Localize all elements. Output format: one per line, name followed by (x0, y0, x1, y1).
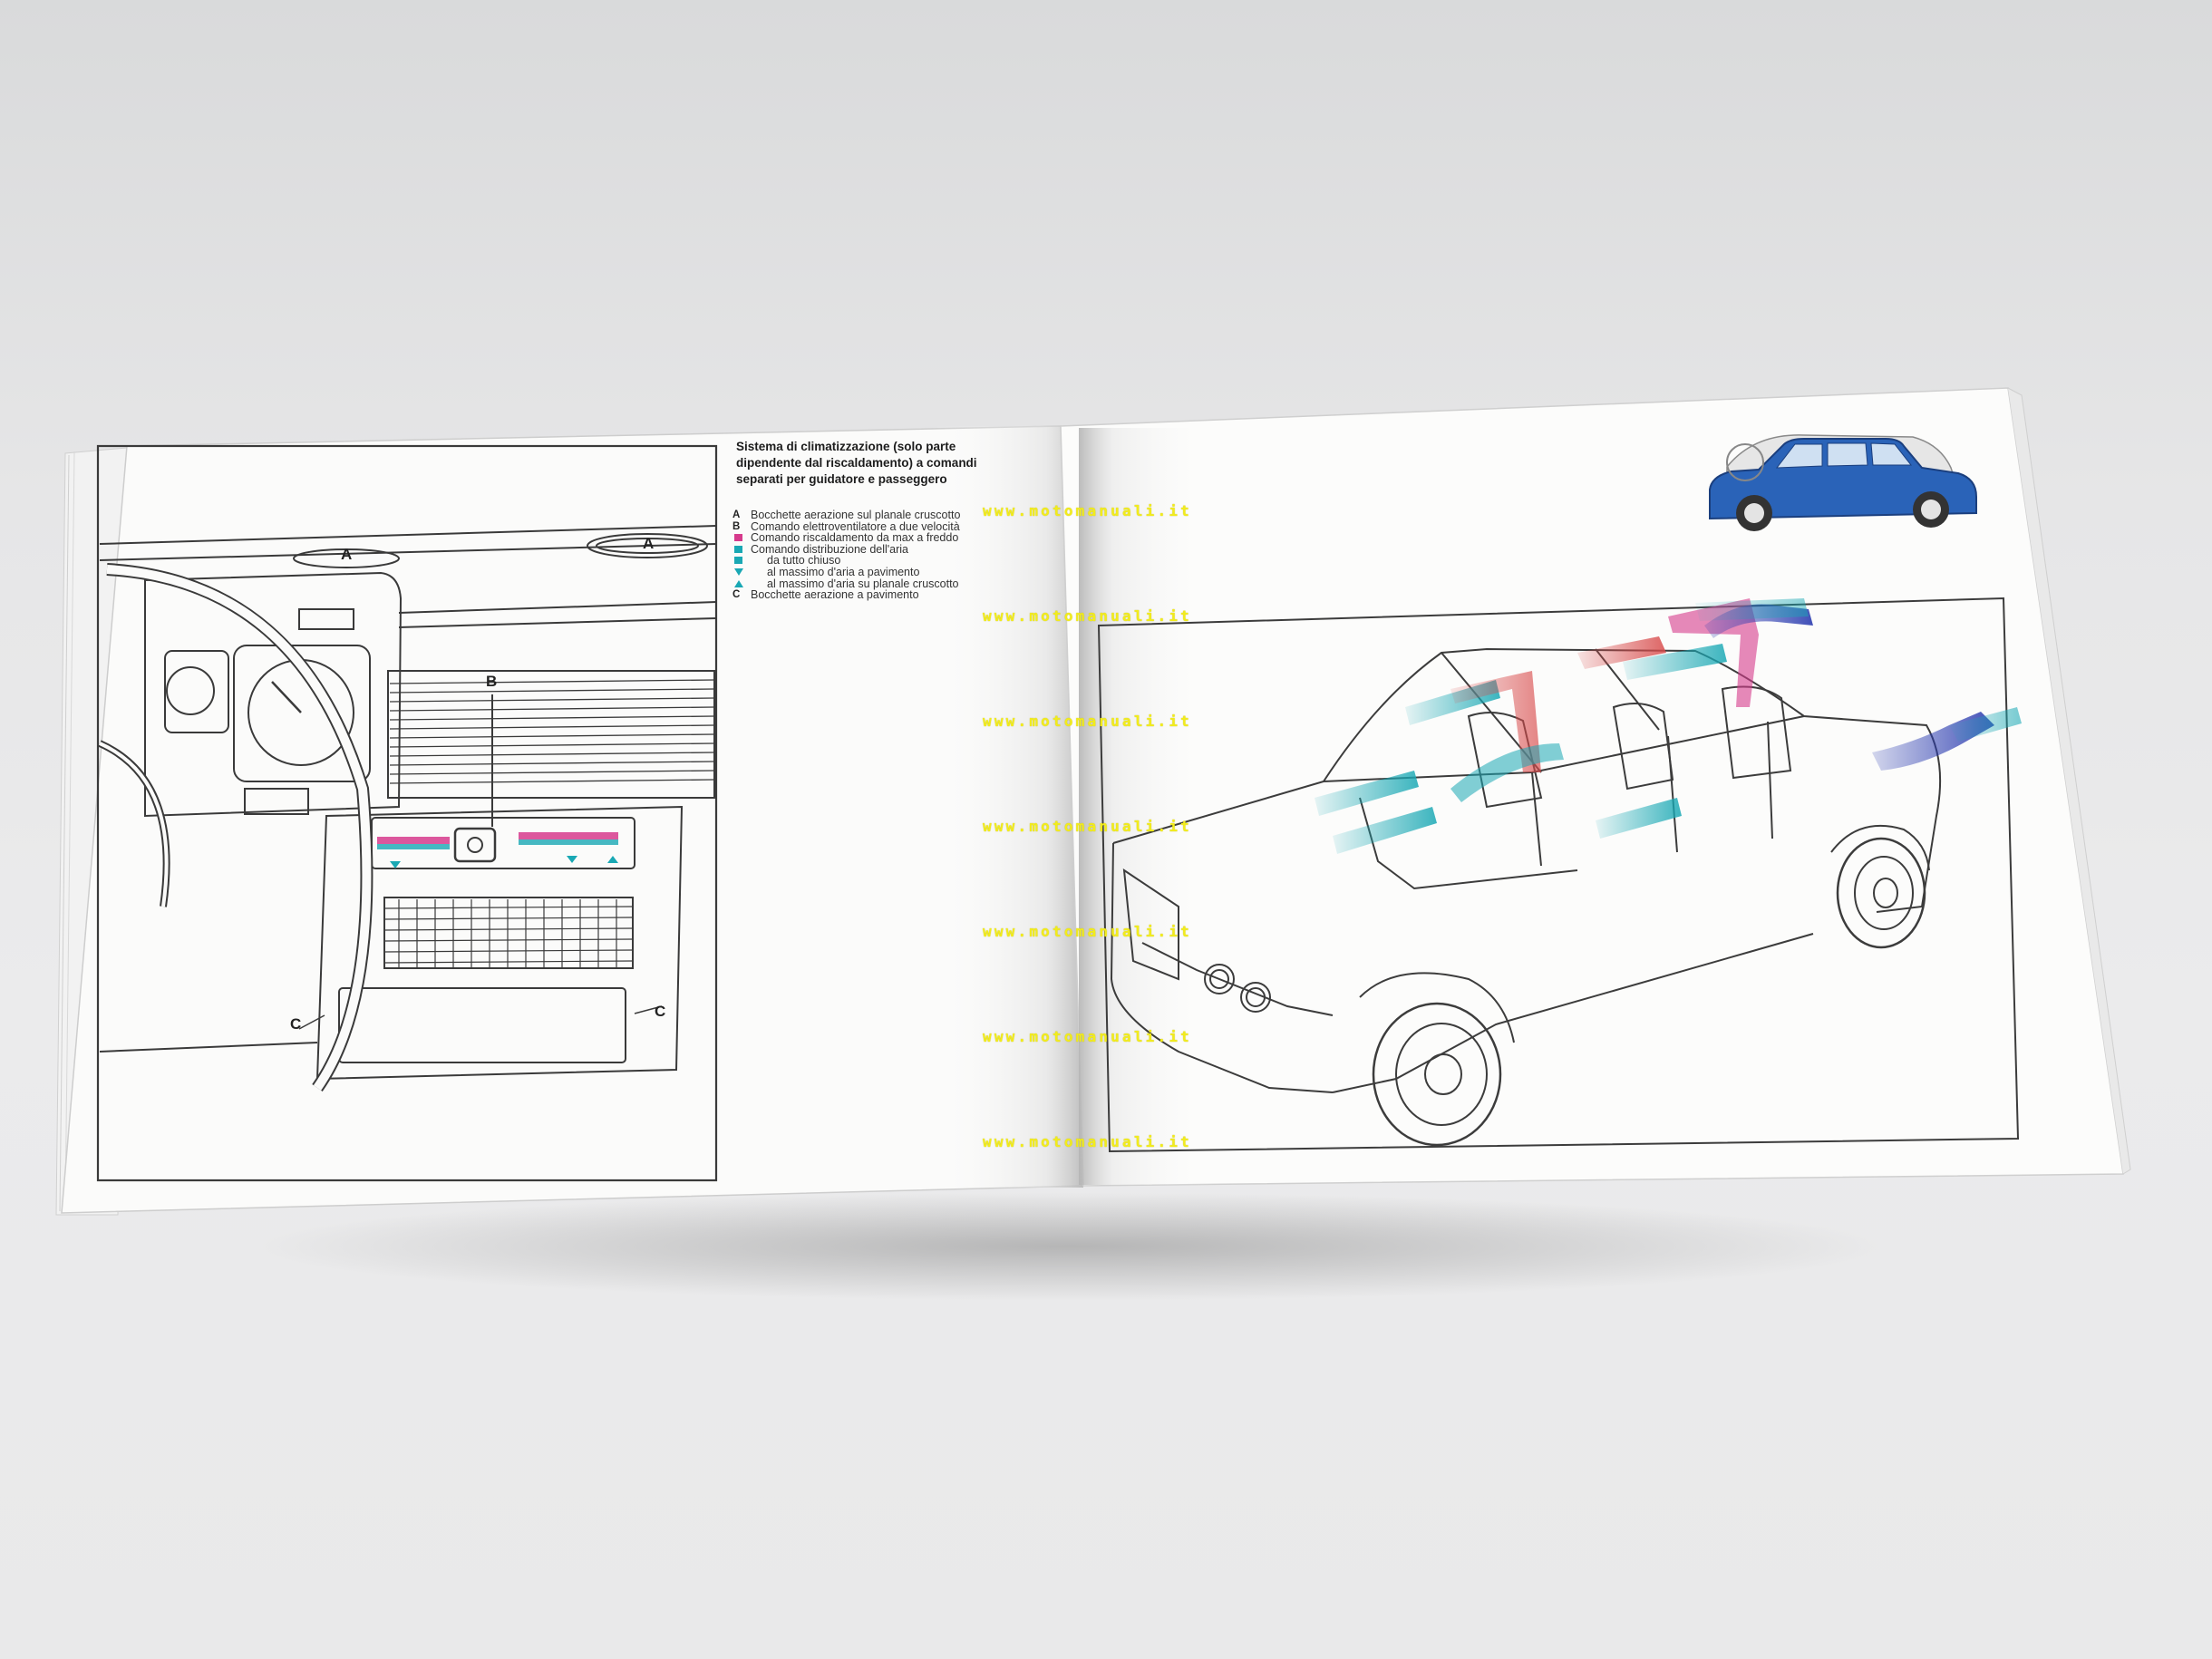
caption-line: separati per guidatore e passeggero (736, 472, 947, 486)
book-shadow (254, 1192, 1886, 1301)
legend-text: Bocchette aerazione sul planale cruscott… (751, 509, 961, 521)
caption-line: Sistema di climatizzazione (solo parte (736, 440, 956, 453)
label-c-left: C (290, 1015, 302, 1033)
legend-text: al massimo d'aria su planale cruscotto (767, 577, 959, 590)
legend-text: al massimo d'aria a pavimento (767, 565, 920, 578)
legend-key: C (732, 589, 741, 601)
up-triangle-icon (732, 578, 751, 590)
vent-a-left (293, 548, 400, 568)
center-grille (383, 897, 634, 969)
label-c-right: C (655, 1003, 666, 1020)
watermark: www.motomanuali.it (983, 607, 1192, 625)
legend-item: B Comando elettroventilatore a due veloc… (732, 519, 1059, 533)
legend-item: A Bocchette aerazione sul planale crusco… (732, 509, 1059, 521)
airflow-ribbons (1315, 598, 2022, 854)
legend-text: Comando distribuzione dell'aria (751, 542, 909, 556)
dashboard-frame (96, 444, 718, 1182)
label-a-left: A (341, 546, 353, 563)
legend-item: da tutto chiuso (732, 555, 1059, 567)
diagram-caption: Sistema di climatizzazione (solo parte d… (736, 439, 1062, 488)
legend-item: Comando distribuzione dell'aria (732, 544, 1059, 556)
legend-text: Comando riscaldamento da max a freddo (751, 531, 959, 545)
cyan-square-icon (732, 555, 751, 567)
legend-item: Comando riscaldamento da max a freddo (732, 532, 1059, 544)
legend-item: C Bocchette aerazione a pavimento (732, 589, 1059, 601)
magenta-square-icon (732, 532, 751, 544)
blue-car-thumbnail (1709, 434, 1977, 531)
label-a-right: A (643, 535, 655, 552)
legend-text: Bocchette aerazione a pavimento (751, 588, 919, 602)
front-wheel (1372, 1002, 1502, 1147)
legend-text: da tutto chiuso (767, 554, 841, 568)
watermark: www.motomanuali.it (983, 1133, 1192, 1150)
watermark: www.motomanuali.it (983, 923, 1192, 940)
label-b: B (486, 673, 498, 690)
dashboard-drawing (96, 444, 718, 1182)
legend-item: al massimo d'aria su planale cruscotto (732, 577, 1059, 590)
watermark: www.motomanuali.it (983, 713, 1192, 730)
vent-a-right (587, 533, 708, 558)
control-colors (377, 832, 618, 868)
legend: A Bocchette aerazione sul planale crusco… (732, 509, 1059, 601)
watermark: www.motomanuali.it (983, 1028, 1192, 1045)
watermark: www.motomanuali.it (983, 502, 1192, 519)
caption-line: dipendente dal riscaldamento) a comandi (736, 456, 977, 470)
down-triangle-icon (732, 567, 751, 578)
watermark: www.motomanuali.it (983, 818, 1192, 835)
legend-item: al massimo d'aria a pavimento (732, 567, 1059, 578)
legend-key: B (732, 520, 741, 532)
legend-key: A (732, 509, 741, 520)
gutter-left-shade (934, 426, 1083, 1188)
legend-text: Comando elettroventilatore a due velocit… (751, 519, 960, 533)
cyan-square-icon (732, 544, 751, 556)
gutter-right-shade (1079, 428, 1215, 1185)
rear-wheel (1836, 837, 1926, 949)
